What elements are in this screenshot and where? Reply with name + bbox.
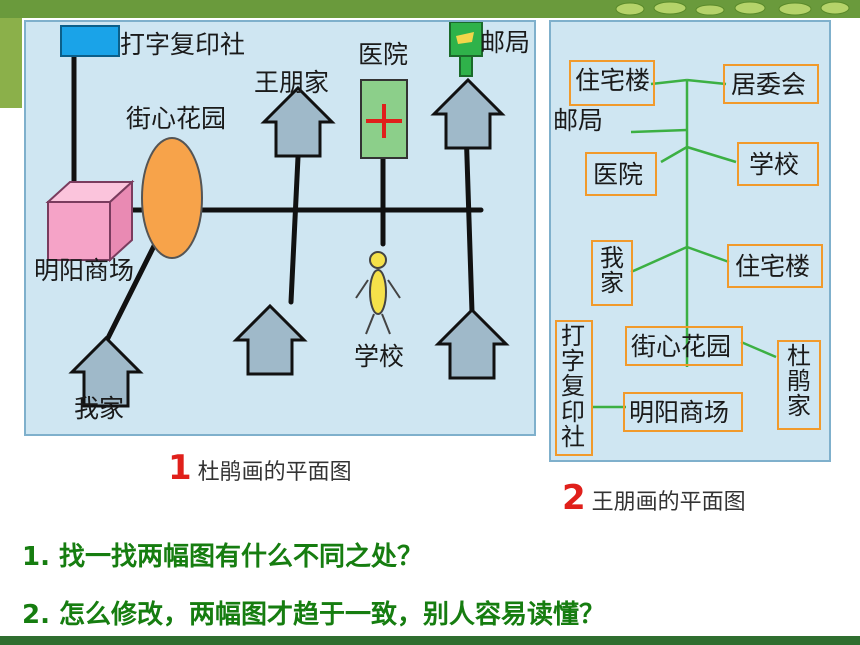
box-residential-top [569,60,655,106]
leaf-decoration [600,0,860,18]
top-decoration-bar [0,0,860,18]
question-2: 2. 怎么修改，两幅图才趋于一致，别人容易读懂？ [22,600,606,630]
school-figure [355,251,401,335]
map2-panel: 住宅楼 居委会 邮局 医院 学校 我家 住宅楼 打字复印社 街心花园 杜鹃家 明… [549,20,831,462]
box-residential-mid [727,244,823,288]
map1-caption: 1 杜鹃画的平面图 [168,448,352,488]
road-to-my-home [103,239,159,345]
map1-drawing [45,22,510,408]
my-home-label: 我家 [74,394,125,423]
box-committee [723,64,819,104]
bottom-decoration-line [0,636,860,645]
road-post-office [463,124,475,315]
garden-label: 街心花园 [126,104,227,133]
my-home-label-2: 我家 [600,244,624,298]
garden-label-2: 街心花园 [631,332,732,361]
box-school [737,142,819,186]
committee-label: 居委会 [731,70,807,99]
map2-caption: 2 王朋画的平面图 [562,478,746,518]
map2-caption-number: 2 [562,478,586,518]
road-wang-home [288,154,301,305]
garden-shape [141,137,203,259]
map2-caption-text: 王朋画的平面图 [591,490,746,515]
box-garden [625,326,743,366]
mall-label-2: 明阳商场 [629,398,730,427]
school-label: 学校 [354,342,405,371]
post-office-house [430,77,506,150]
post-office-label-2: 邮局 [553,106,604,135]
box-hospital [585,152,657,196]
left-decoration-bar [0,18,22,108]
map1-caption-text: 杜鹃画的平面图 [197,460,352,485]
mid-house [232,303,308,376]
print-shop-label: 打字复印社 [120,30,246,59]
map1-caption-number: 1 [168,448,192,488]
box-my-home [591,240,633,306]
map2-drawing [591,78,777,409]
box-mall [623,392,743,432]
post-office-sign [449,22,483,77]
mall-building [45,179,135,263]
map1-panel: 打字复印社 邮局 医院 王朋家 街心花园 明阳商场 学校 我家 [24,20,536,436]
print-shop-sign [60,25,120,57]
hospital-label-2: 医院 [593,160,644,189]
hospital-label: 医院 [358,40,409,69]
residential-top-label: 住宅楼 [575,66,651,95]
question-1: 1. 找一找两幅图有什么不同之处？ [22,542,424,572]
mall-label: 明阳商场 [34,256,135,285]
right-house [434,307,510,380]
school-label-2: 学校 [749,150,800,179]
print-shop-label-2: 打字复印社 [561,322,585,451]
my-home-house [68,335,144,408]
wang-home-house [260,85,336,158]
residential-mid-label: 住宅楼 [735,252,811,281]
du-home-label: 杜鹃家 [787,342,811,421]
box-print-shop [555,320,593,456]
post-office-label: 邮局 [480,28,531,57]
wang-home-label: 王朋家 [254,68,330,97]
box-du-home [777,340,821,430]
